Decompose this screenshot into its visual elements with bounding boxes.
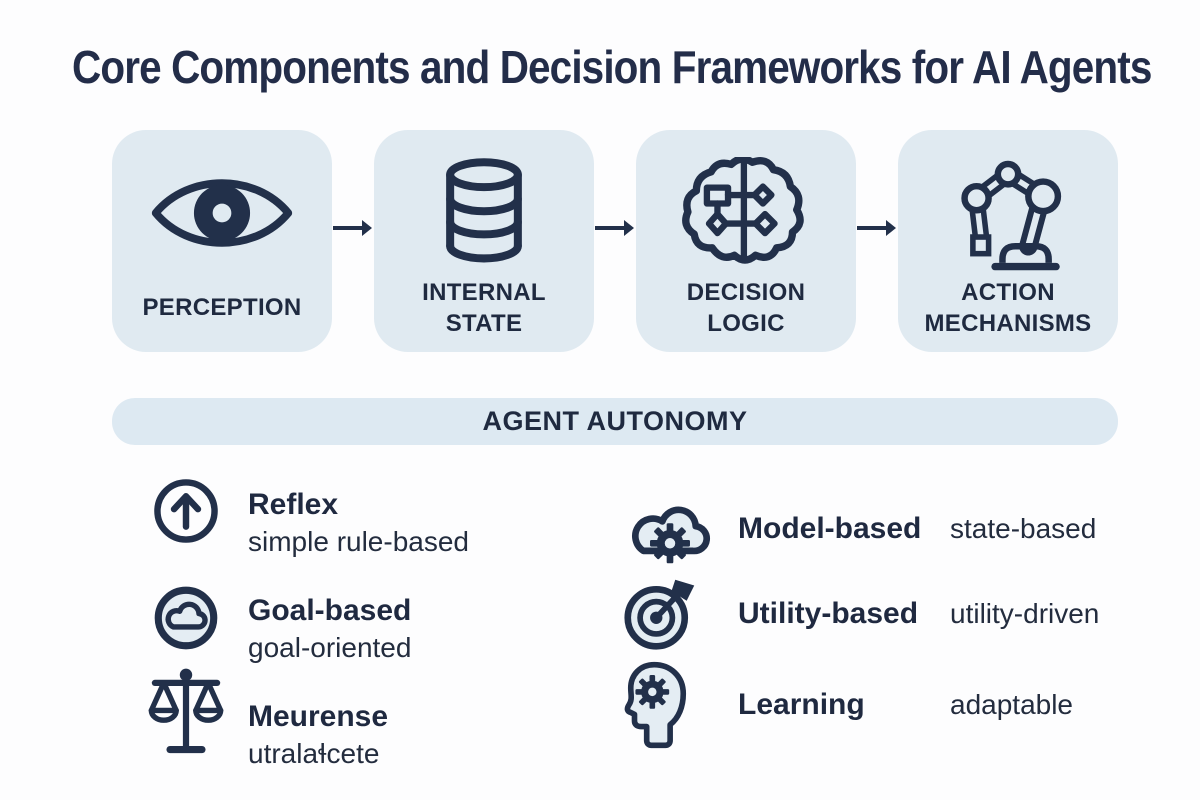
component-label: ACTION MECHANISMS xyxy=(924,278,1092,337)
list-item-model-based: Model-based state-based xyxy=(622,490,1096,568)
balance-scale-icon xyxy=(146,666,226,762)
right-arrow-icon xyxy=(856,217,898,239)
cloud-gear-icon xyxy=(622,490,720,568)
cloud-circle-icon xyxy=(146,584,226,652)
list-item-utility-based: Utility-based utility-driven xyxy=(622,576,1099,652)
item-title: Meurense xyxy=(248,700,389,733)
arrow-up-circle-icon xyxy=(146,476,226,546)
agent-autonomy-banner: AGENT AUTONOMY xyxy=(112,398,1118,445)
right-arrow-icon xyxy=(594,217,636,239)
eye-icon xyxy=(112,130,332,282)
head-gear-icon xyxy=(622,660,720,750)
item-desc: state-based xyxy=(950,513,1097,544)
right-arrow-icon xyxy=(332,217,374,239)
item-subtitle: utralaɬcete xyxy=(248,738,380,769)
item-title: Reflex xyxy=(248,488,339,521)
item-title: Learning xyxy=(738,688,865,721)
page-title: Core Components and Decision Frameworks … xyxy=(72,41,1152,93)
component-internal-state: INTERNAL STATE xyxy=(374,130,594,352)
component-label: INTERNAL STATE xyxy=(422,278,546,337)
item-title: Model-based xyxy=(738,512,922,545)
component-label: PERCEPTION xyxy=(142,294,302,322)
target-dart-icon xyxy=(622,576,720,652)
list-item-reflex: Reflex simple rule-based xyxy=(146,476,469,560)
component-label: DECISION LOGIC xyxy=(686,278,806,337)
item-desc: utility-driven xyxy=(950,598,1100,629)
robot-arm-icon xyxy=(898,130,1118,282)
list-item-learning: Learning adaptable xyxy=(622,660,1073,750)
component-action-mechanisms: ACTION MECHANISMS xyxy=(898,130,1118,352)
item-title: Goal-based xyxy=(248,594,412,627)
item-subtitle: simple rule-based xyxy=(248,526,469,557)
item-desc: adaptable xyxy=(950,689,1074,720)
database-icon xyxy=(374,130,594,282)
component-decision-logic: DECISION LOGIC xyxy=(636,130,856,352)
list-item-goal-based: Goal-based goal-oriented xyxy=(146,584,411,666)
component-perception: PERCEPTION xyxy=(112,130,332,352)
list-item-meurense: Meurense utralaɬcete xyxy=(146,666,388,772)
banner-label: AGENT AUTONOMY xyxy=(482,406,748,436)
core-components-row: PERCEPTION INTER xyxy=(112,130,1118,352)
item-title: Utility-based xyxy=(738,597,919,630)
item-subtitle: goal-oriented xyxy=(248,632,412,663)
brain-circuit-icon xyxy=(636,130,856,282)
